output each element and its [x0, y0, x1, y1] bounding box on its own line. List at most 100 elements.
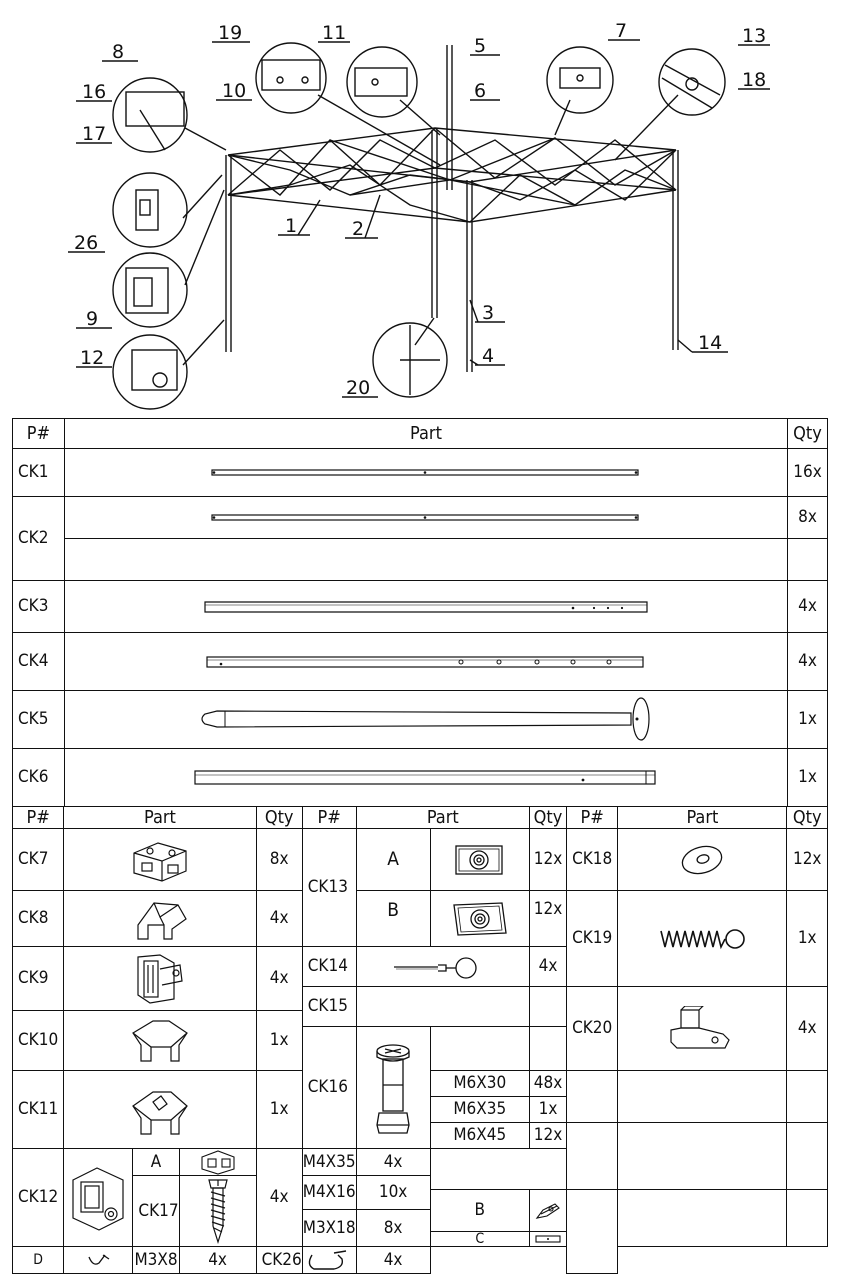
quantity: 4x — [528, 946, 568, 987]
header-pn: P# — [12, 418, 65, 449]
quantity: 16x — [787, 448, 828, 497]
quantity: 4x — [786, 986, 828, 1071]
empty-cell — [617, 1070, 788, 1123]
part-number: CK19 — [566, 890, 619, 987]
callout-5: 5 — [474, 35, 486, 57]
empty-cell — [566, 1070, 619, 1123]
header-part: Part — [617, 806, 788, 829]
part-number: CK17 — [132, 1175, 180, 1247]
callout-26: 26 — [74, 232, 98, 254]
part-drawing-ck12d — [63, 1246, 134, 1274]
part-drawing-ck13b — [429, 890, 530, 947]
part-number: CK16 — [301, 1026, 357, 1149]
header-qty: Qty — [786, 806, 828, 829]
callout-11: 11 — [322, 22, 346, 44]
callout-14: 14 — [698, 332, 722, 354]
quantity: 12x — [528, 1122, 568, 1149]
part-number: CK11 — [11, 1070, 65, 1149]
part-number: CK15 — [301, 986, 357, 1027]
quantity: 10x — [355, 1175, 431, 1210]
quantity: 1x — [787, 748, 828, 807]
quantity: 8x — [255, 828, 303, 891]
callout-19: 19 — [218, 22, 242, 44]
header-pn: P# — [566, 806, 619, 829]
part-number: CK10 — [11, 1010, 65, 1071]
header-pn: P# — [301, 806, 357, 829]
part-drawing-ck6 — [63, 748, 789, 807]
part-drawing-ck20 — [617, 986, 788, 1071]
quantity: 4x — [255, 1148, 303, 1247]
empty-cell — [566, 1189, 619, 1274]
part-drawing-ck12a — [178, 1148, 257, 1176]
part-number: CK12 — [11, 1148, 65, 1247]
callout-9: 9 — [86, 308, 98, 330]
callout-13: 13 — [742, 25, 766, 47]
part-drawing-ck4 — [63, 632, 789, 691]
part-drawing-ck10 — [63, 1010, 257, 1071]
part-drawing-ck3 — [63, 580, 789, 633]
size-label: M6X45 — [429, 1122, 530, 1149]
callout-2: 2 — [352, 218, 364, 240]
size-label: M4X16 — [301, 1175, 357, 1210]
callout-12: 12 — [80, 347, 104, 369]
table-row: CK1 16x — [12, 448, 828, 497]
size-label: M3X18 — [301, 1209, 357, 1247]
header-qty: Qty — [255, 806, 303, 829]
part-drawing-ck12 — [63, 1148, 134, 1247]
quantity: 12x — [528, 890, 568, 947]
callout-6: 6 — [474, 80, 486, 102]
quantity: 1x — [787, 690, 828, 749]
part-number: CK9 — [11, 946, 65, 1011]
part-drawing-ck8 — [63, 890, 257, 947]
size-label: M6X35 — [429, 1096, 530, 1123]
part-number: CK5 — [12, 690, 65, 749]
part-number: CK6 — [12, 748, 65, 807]
part-drawing-ck2 — [63, 496, 789, 539]
part-number: CK26 — [255, 1246, 303, 1274]
table-row: CK5 1x — [12, 690, 828, 749]
sub-label: B — [429, 1189, 530, 1232]
part-drawing-ck5 — [63, 690, 789, 749]
empty-cell — [617, 1189, 788, 1247]
sub-label: A — [355, 828, 431, 891]
callout-1: 1 — [285, 215, 297, 237]
empty-cell — [786, 1122, 828, 1190]
part-drawing-ck7 — [63, 828, 257, 891]
part-number: CK2 — [12, 496, 65, 581]
part-drawing-ck12c — [528, 1231, 568, 1247]
header-qty: Qty — [528, 806, 568, 829]
quantity: 4x — [355, 1148, 431, 1176]
canopy-frame-diagram: 8 16 17 26 9 12 19 10 11 5 6 7 13 18 1 2… — [68, 20, 770, 410]
quantity: 1x — [255, 1070, 303, 1149]
quantity: 8x — [787, 496, 828, 539]
part-drawing-ck19 — [617, 890, 788, 987]
callout-10: 10 — [222, 80, 246, 102]
table-row: CK2 8x — [12, 496, 828, 581]
part-drawing-ck16 — [355, 1026, 431, 1149]
empty-cell — [617, 1122, 788, 1190]
quantity: 48x — [528, 1070, 568, 1097]
table-row-empty — [13, 538, 828, 581]
size-label: M6X30 — [429, 1070, 530, 1097]
part-drawing-ck11 — [63, 1070, 257, 1149]
quantity: 12x — [528, 828, 568, 891]
empty-cell — [786, 1070, 828, 1123]
quantity: 8x — [355, 1209, 431, 1247]
callout-17: 17 — [82, 123, 106, 145]
quantity: 4x — [355, 1246, 431, 1274]
small-parts-table: P# Part Qty P# Part Qty P# Part Qty CK7 … — [11, 806, 828, 1274]
empty-cell — [63, 538, 789, 581]
part-number: CK1 — [12, 448, 65, 497]
size-label: M3X8 — [132, 1246, 180, 1274]
header-part: Part — [355, 806, 530, 829]
part-number: CK13 — [301, 828, 357, 947]
table-row: CK3 4x — [12, 580, 828, 633]
part-drawing-ck17 — [178, 1175, 257, 1247]
callout-16: 16 — [82, 81, 106, 103]
long-parts-table: P# Part Qty CK1 16x CK2 8x CK3 4x CK4 4x… — [12, 418, 828, 807]
empty-cell — [355, 986, 530, 1027]
header-part: Part — [63, 418, 789, 449]
empty-cell — [566, 1122, 619, 1190]
quantity: 1x — [786, 890, 828, 987]
table-row: CK6 1x — [12, 748, 828, 807]
